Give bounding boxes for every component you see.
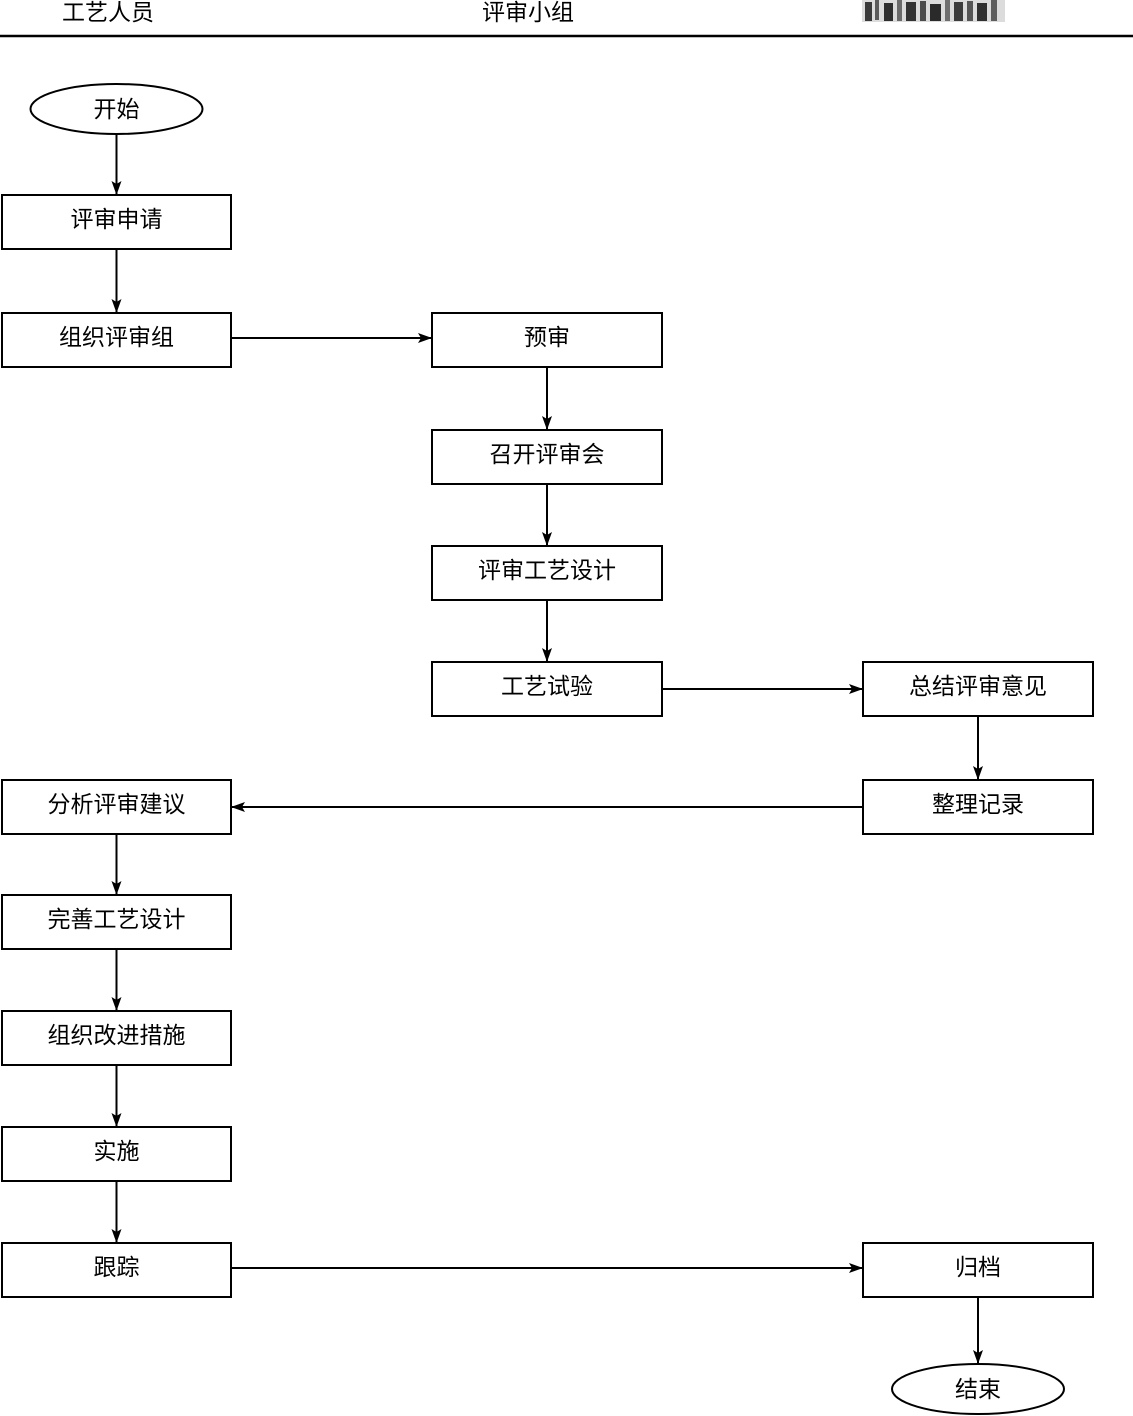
node-end: 结束 <box>891 1363 1065 1415</box>
node-track: 跟踪 <box>1 1242 232 1298</box>
node-review-process-design: 评审工艺设计 <box>431 545 663 601</box>
node-review-request: 评审申请 <box>1 194 232 250</box>
node-organize-review-team-label: 组织评审组 <box>59 325 174 351</box>
lane-header-review-team: 评审小组 <box>482 0 574 26</box>
node-archive-label: 归档 <box>955 1255 1001 1281</box>
node-process-test-box <box>431 661 663 717</box>
node-analyze-suggestions-box <box>1 779 232 835</box>
node-implement: 实施 <box>1 1126 232 1182</box>
node-organize-records: 整理记录 <box>862 779 1094 835</box>
node-review-request-label: 评审申请 <box>71 207 163 233</box>
node-organize-improvement: 组织改进措施 <box>1 1010 232 1066</box>
node-analyze-suggestions: 分析评审建议 <box>1 779 232 835</box>
node-start-label: 开始 <box>94 97 140 123</box>
node-pre-review: 预审 <box>431 312 663 368</box>
node-organize-improvement-box <box>1 1010 232 1066</box>
node-review-process-design-label: 评审工艺设计 <box>478 558 616 584</box>
node-process-test: 工艺试验 <box>431 661 663 717</box>
node-review-request-box <box>1 194 232 250</box>
node-implement-box <box>1 1126 232 1182</box>
lane-header-process-staff: 工艺人员 <box>62 0 154 26</box>
node-archive-box <box>862 1242 1094 1298</box>
node-hold-review-meeting: 召开评审会 <box>431 429 663 485</box>
node-start: 开始 <box>29 83 204 135</box>
node-pre-review-box <box>431 312 663 368</box>
node-summarize-opinions: 总结评审意见 <box>862 661 1094 717</box>
node-improve-process-design-label: 完善工艺设计 <box>48 907 186 933</box>
node-organize-records-label: 整理记录 <box>932 792 1024 818</box>
node-pre-review-label: 预审 <box>524 325 570 351</box>
node-hold-review-meeting-label: 召开评审会 <box>490 442 605 468</box>
node-implement-label: 实施 <box>94 1139 140 1165</box>
node-review-process-design-box <box>431 545 663 601</box>
node-archive: 归档 <box>862 1242 1094 1298</box>
node-organize-improvement-label: 组织改进措施 <box>48 1023 186 1049</box>
node-analyze-suggestions-label: 分析评审建议 <box>48 792 186 818</box>
node-summarize-opinions-label: 总结评审意见 <box>909 674 1047 700</box>
node-process-test-label: 工艺试验 <box>501 674 593 700</box>
node-organize-review-team: 组织评审组 <box>1 312 232 368</box>
node-track-label: 跟踪 <box>94 1255 140 1281</box>
lane-header-redacted <box>862 0 1005 22</box>
node-organize-records-box <box>862 779 1094 835</box>
node-track-box <box>1 1242 232 1298</box>
node-improve-process-design: 完善工艺设计 <box>1 894 232 950</box>
node-end-label: 结束 <box>955 1377 1001 1403</box>
